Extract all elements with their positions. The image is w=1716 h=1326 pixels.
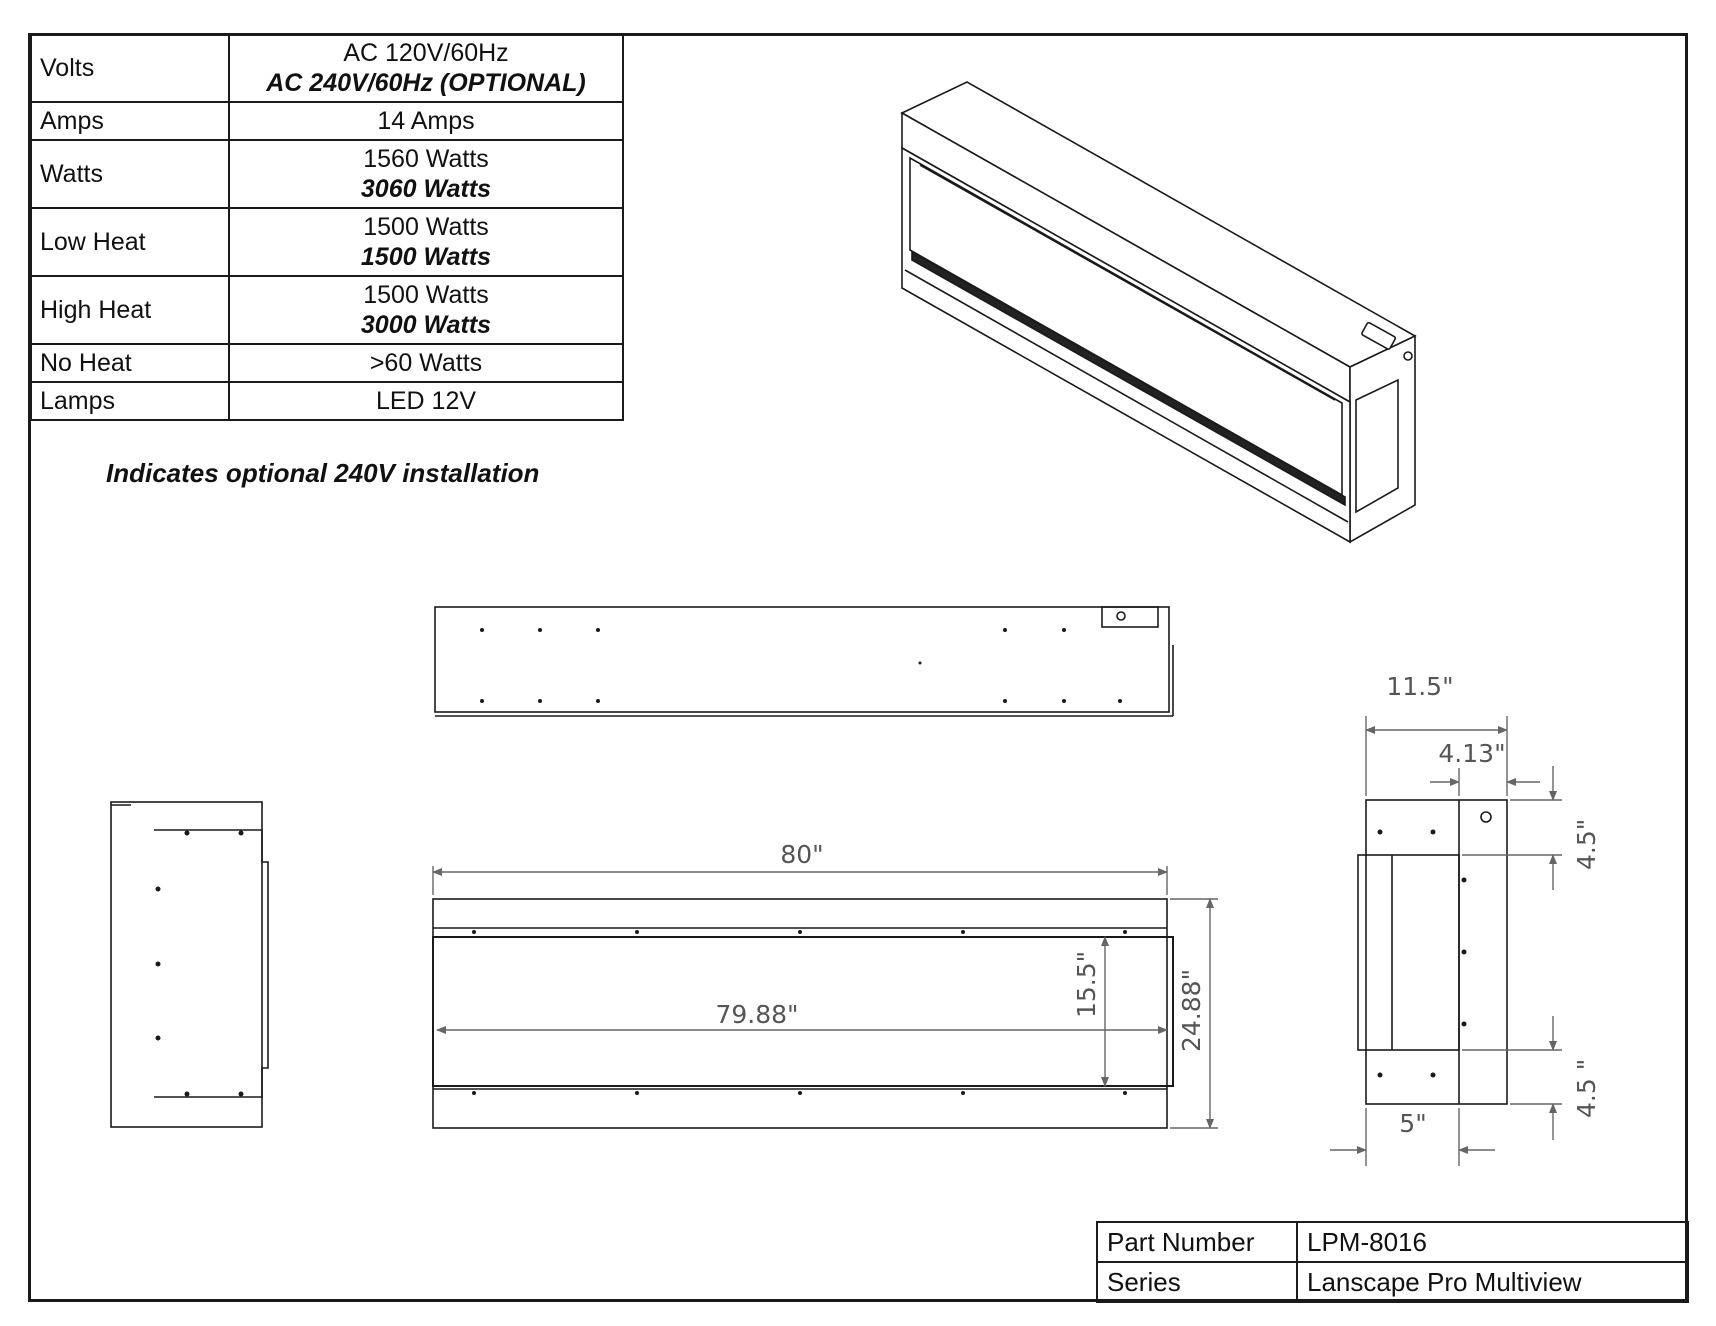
right-side-view — [1357, 799, 1508, 1105]
front-view-glass-opening — [432, 936, 1174, 1087]
spec-label: No Heat — [30, 343, 230, 383]
title-block-row-series: Series Lanscape Pro Multiview — [1096, 1261, 1689, 1303]
front-view-screw-holes — [472, 930, 1127, 1095]
spec-label: Amps — [30, 101, 230, 141]
spec-label: Lamps — [30, 381, 230, 421]
left-side-view — [110, 801, 269, 1128]
right-view-dimensions — [1330, 716, 1562, 1166]
iso-base-line — [904, 269, 1349, 523]
spec-value: 1500 Watts 3000 Watts — [228, 275, 624, 345]
side-view-panel — [154, 829, 269, 1098]
top-view-control-box — [1101, 606, 1159, 628]
spec-standard-value: 1500 Watts — [363, 281, 489, 309]
iso-side-glass — [1355, 378, 1399, 514]
right-view-outline — [1365, 799, 1508, 1105]
spec-optional-value: 1500 Watts — [360, 243, 492, 271]
spec-label: Low Heat — [30, 207, 230, 277]
top-view-knob — [1116, 611, 1126, 621]
spec-standard-value: 14 Amps — [228, 101, 624, 141]
spec-row-amps: Amps 14 Amps — [30, 101, 624, 141]
spec-standard-value: 1500 Watts — [363, 213, 489, 241]
right-view-screw-holes — [1377, 829, 1467, 1078]
spec-standard-value: >60 Watts — [228, 343, 624, 383]
spec-value: 1500 Watts 1500 Watts — [228, 207, 624, 277]
spec-row-high-heat: High Heat 1500 Watts 3000 Watts — [30, 275, 624, 345]
top-offset-label: 4.5" — [1572, 819, 1601, 870]
height-15-5-label: 15.5" — [1072, 951, 1101, 1018]
drawing-frame — [28, 33, 1688, 1302]
spec-label: High Heat — [30, 275, 230, 345]
iso-control-knob — [1403, 351, 1413, 361]
iso-glass-edge — [919, 164, 1336, 401]
front-view — [432, 898, 1174, 1129]
top-view-outline — [434, 606, 1170, 713]
spec-value: 1560 Watts 3060 Watts — [228, 139, 624, 209]
part-number-value: LPM-8016 — [1296, 1221, 1689, 1263]
part-number-label: Part Number — [1096, 1221, 1298, 1263]
iso-ember-bed — [911, 250, 1346, 507]
spec-row-no-heat: No Heat >60 Watts — [30, 343, 624, 383]
right-view-glass-block — [1357, 854, 1460, 1051]
spec-label: Watts — [30, 139, 230, 209]
right-view-knob — [1480, 811, 1492, 823]
spec-optional-value: 3000 Watts — [360, 311, 492, 339]
specifications-table: Volts AC 120V/60Hz AC 240V/60Hz (OPTIONA… — [30, 33, 624, 421]
spec-row-lamps: Lamps LED 12V — [30, 381, 624, 421]
bottom-offset-label: 4.5 " — [1572, 1059, 1601, 1118]
isometric-view — [900, 81, 1417, 544]
depth-11-5-label: 11.5" — [1386, 672, 1453, 701]
front-view-dimensions — [432, 866, 1218, 1129]
spec-standard-value: LED 12V — [228, 381, 624, 421]
spec-row-watts: Watts 1560 Watts 3060 Watts — [30, 139, 624, 209]
optional-installation-note: Indicates optional 240V installation — [106, 458, 540, 488]
depth-4-13-label: 4.13" — [1438, 739, 1505, 768]
spec-row-volts: Volts AC 120V/60Hz AC 240V/60Hz (OPTIONA… — [30, 33, 624, 103]
title-block-row-part-number: Part Number LPM-8016 — [1096, 1221, 1689, 1263]
spec-optional-value: AC 240V/60Hz (OPTIONAL) — [266, 69, 586, 97]
iso-control-panel — [1361, 321, 1397, 350]
spec-standard-value: 1560 Watts — [363, 145, 489, 173]
series-value: Lanscape Pro Multiview — [1296, 1261, 1689, 1303]
top-view-screw-holes — [480, 628, 1122, 703]
side-view-screw-holes — [155, 830, 244, 1097]
spec-value: AC 120V/60Hz AC 240V/60Hz (OPTIONAL) — [228, 33, 624, 103]
top-view — [434, 606, 1174, 717]
series-label: Series — [1096, 1261, 1298, 1303]
spec-standard-value: AC 120V/60Hz — [343, 39, 509, 67]
width-80-label: 80" — [780, 840, 823, 869]
height-24-88-label: 24.88" — [1177, 969, 1206, 1052]
spec-row-low-heat: Low Heat 1500 Watts 1500 Watts — [30, 207, 624, 277]
title-block: Part Number LPM-8016 Series Lanscape Pro… — [1096, 1221, 1689, 1303]
bottom-width-label: 5" — [1399, 1109, 1426, 1138]
spec-label: Volts — [30, 33, 230, 103]
spec-optional-value: 3060 Watts — [360, 175, 492, 203]
side-view-outline — [110, 801, 263, 1128]
width-79-88-label: 79.88" — [715, 1000, 798, 1029]
